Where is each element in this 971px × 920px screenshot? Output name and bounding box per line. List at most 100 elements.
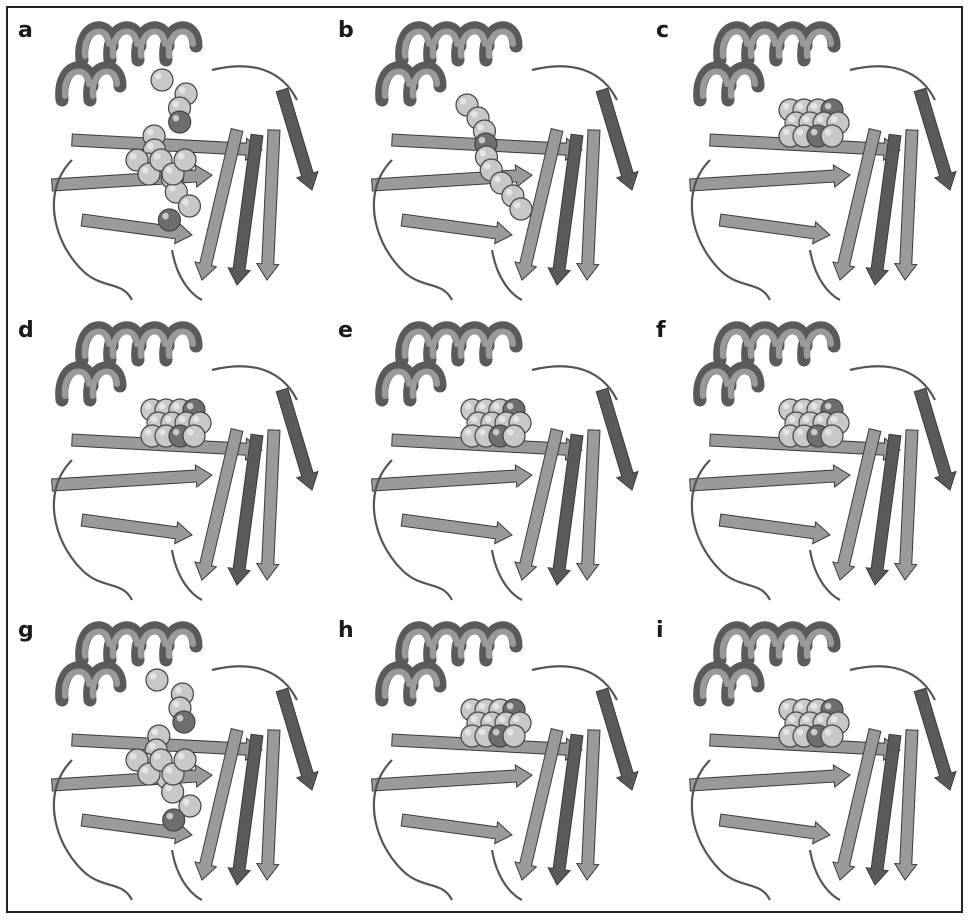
ligand-atom-sphere bbox=[510, 198, 532, 220]
panel-label-c: c bbox=[656, 18, 669, 43]
beta-strand-arrow bbox=[719, 814, 830, 844]
sphere-highlight bbox=[797, 703, 804, 710]
sphere-highlight bbox=[182, 199, 189, 206]
sphere-highlight bbox=[797, 129, 804, 136]
sphere-highlight bbox=[479, 137, 486, 144]
protein-structure-i bbox=[650, 610, 968, 910]
beta-strand-arrow bbox=[719, 214, 830, 244]
sphere-highlight bbox=[783, 703, 790, 710]
sphere-highlight bbox=[183, 799, 190, 806]
sphere-highlight bbox=[494, 176, 501, 183]
ligand-atom-sphere bbox=[169, 111, 191, 133]
sphere-highlight bbox=[145, 403, 152, 410]
beta-strand-arrow bbox=[276, 388, 318, 490]
sphere-highlight bbox=[513, 416, 520, 423]
sphere-highlight bbox=[803, 416, 810, 423]
sphere-highlight bbox=[513, 716, 520, 723]
panel-a: a bbox=[12, 10, 330, 310]
sphere-highlight bbox=[465, 429, 472, 436]
panel-b: b bbox=[332, 10, 650, 310]
ligand-atom-sphere bbox=[821, 425, 843, 447]
sphere-highlight bbox=[471, 416, 478, 423]
sphere-highlight bbox=[493, 403, 500, 410]
sphere-highlight bbox=[169, 185, 176, 192]
sphere-highlight bbox=[811, 703, 818, 710]
sphere-highlight bbox=[145, 429, 152, 436]
sphere-highlight bbox=[147, 143, 154, 150]
loop-coil bbox=[172, 250, 202, 300]
sphere-highlight bbox=[825, 429, 832, 436]
sphere-highlight bbox=[479, 150, 486, 157]
beta-strand-arrow bbox=[596, 388, 638, 490]
sphere-highlight bbox=[130, 153, 137, 160]
sphere-highlight bbox=[479, 703, 486, 710]
panel-label-b: b bbox=[338, 18, 354, 43]
protein-structure-d bbox=[12, 310, 330, 610]
ligand-spacefill bbox=[779, 99, 849, 147]
sphere-highlight bbox=[797, 429, 804, 436]
sphere-highlight bbox=[154, 153, 161, 160]
sphere-highlight bbox=[178, 753, 185, 760]
beta-strand-arrow bbox=[401, 214, 512, 244]
sphere-highlight bbox=[484, 163, 491, 170]
sphere-highlight bbox=[825, 129, 832, 136]
sphere-highlight bbox=[471, 111, 478, 118]
ligand-spacefill bbox=[461, 699, 531, 747]
beta-strand-arrow bbox=[401, 514, 512, 544]
sphere-highlight bbox=[825, 729, 832, 736]
panel-label-f: f bbox=[656, 318, 666, 343]
sphere-highlight bbox=[825, 403, 832, 410]
loop-coil bbox=[810, 250, 840, 300]
beta-strand-arrow bbox=[401, 814, 512, 844]
sphere-highlight bbox=[783, 429, 790, 436]
sphere-highlight bbox=[507, 729, 514, 736]
ligand-spacefill bbox=[141, 399, 211, 447]
sphere-highlight bbox=[142, 167, 149, 174]
sphere-highlight bbox=[147, 129, 154, 136]
sphere-highlight bbox=[831, 716, 838, 723]
panel-label-h: h bbox=[338, 618, 354, 643]
panel-e: e bbox=[332, 310, 650, 610]
sphere-highlight bbox=[465, 729, 472, 736]
beta-strand-arrow bbox=[52, 465, 212, 491]
beta-strand-arrow bbox=[81, 514, 192, 544]
beta-strand-arrow bbox=[914, 388, 956, 490]
beta-strand-arrow bbox=[276, 688, 318, 790]
sphere-highlight bbox=[177, 715, 184, 722]
panel-g: g bbox=[12, 610, 330, 910]
sphere-highlight bbox=[179, 416, 186, 423]
sphere-highlight bbox=[817, 716, 824, 723]
sphere-highlight bbox=[167, 813, 174, 820]
sphere-highlight bbox=[471, 716, 478, 723]
ligand-atom-sphere bbox=[821, 125, 843, 147]
sphere-highlight bbox=[507, 403, 514, 410]
sphere-highlight bbox=[507, 703, 514, 710]
ligand-spacefill bbox=[779, 399, 849, 447]
sphere-highlight bbox=[173, 701, 180, 708]
ligand-atom-sphere bbox=[821, 725, 843, 747]
sphere-highlight bbox=[465, 703, 472, 710]
beta-strand-arrow bbox=[914, 88, 956, 190]
sphere-highlight bbox=[789, 116, 796, 123]
panel-d: d bbox=[12, 310, 330, 610]
sphere-highlight bbox=[479, 729, 486, 736]
sphere-highlight bbox=[175, 687, 182, 694]
sphere-highlight bbox=[193, 416, 200, 423]
beta-strand-arrow bbox=[719, 514, 830, 544]
sphere-highlight bbox=[493, 429, 500, 436]
beta-strand-arrow bbox=[276, 88, 318, 190]
sphere-highlight bbox=[493, 703, 500, 710]
sphere-highlight bbox=[817, 116, 824, 123]
ligand-atom-sphere bbox=[146, 669, 168, 691]
protein-structure-g bbox=[12, 610, 330, 910]
protein-structure-f bbox=[650, 310, 968, 610]
panel-label-e: e bbox=[338, 318, 353, 343]
sphere-highlight bbox=[166, 785, 173, 792]
sphere-highlight bbox=[149, 743, 156, 750]
beta-strand-arrow bbox=[690, 765, 850, 791]
ligand-spacefill bbox=[126, 69, 200, 231]
sphere-highlight bbox=[173, 429, 180, 436]
ligand-spacefill bbox=[456, 94, 532, 220]
sphere-highlight bbox=[817, 416, 824, 423]
